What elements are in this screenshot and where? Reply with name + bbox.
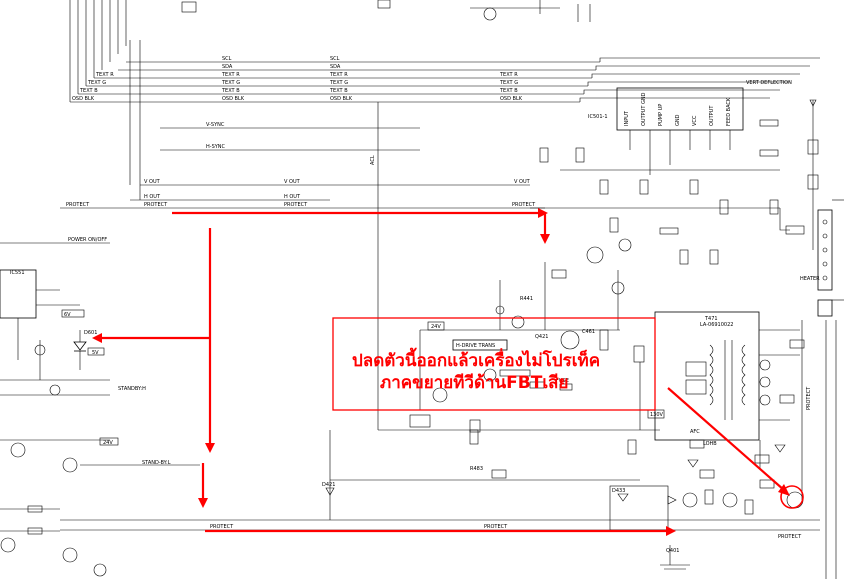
t471-label: T471 <box>704 316 718 322</box>
bus-label-text-g-4: TEXT G <box>499 80 518 86</box>
bus-label-protect-3: PROTECT <box>284 202 308 208</box>
q401-label: Q401 <box>666 548 679 554</box>
bus-label-text-r-3: TEXT R <box>329 72 348 78</box>
ic501-pin-label: INPUT <box>624 110 630 126</box>
annotation-line-1: ปลดตัวนี้ออกแล้วเครื่องไม่โปรเท็ค <box>352 347 600 371</box>
r483-label: R483 <box>470 466 483 472</box>
lohb-label: LOHB <box>703 441 717 447</box>
vert-deflection-label: VERT DEFLECTION <box>746 80 792 86</box>
bus-label-v-sync: V-SYNC <box>206 122 225 128</box>
heater-label: HEATER <box>800 276 820 282</box>
red-arrowhead-top <box>538 208 548 218</box>
bus-label-scl: SCL <box>222 56 232 62</box>
bus-label-v-out-3: V OUT <box>514 179 531 185</box>
v24-label-mid: 24V <box>431 324 441 330</box>
c461-label: C461 <box>582 329 595 335</box>
bus-label-osd-blk-2: OSD BLK <box>222 96 245 102</box>
power-onoff-label: POWER ON/OFF <box>68 237 107 243</box>
bus-label-text-b: TEXT B <box>79 88 98 94</box>
red-annotations: ปลดตัวนี้ออกแล้วเครื่องไม่โปรเท็ค ภาคขยา… <box>92 208 804 536</box>
bus-label-v-out: V OUT <box>144 179 161 185</box>
stand-by-l-label: STAND-BY:L <box>142 460 171 466</box>
bus-label-h-sync: H-SYNC <box>206 144 226 150</box>
ic501-pin-label: OUTPUT GND <box>641 92 647 126</box>
mid-components <box>530 147 805 330</box>
v130-label: 130V <box>650 412 664 418</box>
bus-label-sda-2: SDA <box>330 64 341 70</box>
d601-diode: D601 5V <box>73 330 105 370</box>
bus-label-text-r-2: TEXT R <box>221 72 240 78</box>
acl-label: ACL <box>370 155 376 165</box>
lower-left-transistors: 24V STAND-BY:L <box>0 437 820 577</box>
bus-label-text-b-4: TEXT B <box>499 88 518 94</box>
bus-label-text-g-2: TEXT G <box>221 80 240 86</box>
standby-h-label: STANDBY:H <box>118 386 146 392</box>
bus-label-protect: PROTECT <box>66 202 90 208</box>
ic551-block: IC551 6V STANDBY:H <box>0 269 146 396</box>
v6-label: 6V <box>64 312 71 318</box>
ic501-block: IC501-1 VERT DEFLECTION INPUT OUTPUT GND P… <box>588 80 792 175</box>
h-drive-trans-label: H-DRIVE TRANS <box>456 343 495 349</box>
v24-label-left: 24V <box>103 440 113 446</box>
protect-label-left-bottom: PROTECT <box>210 524 234 530</box>
bus-label-text-r-4: TEXT R <box>499 72 518 78</box>
ic501-pin-label: PUMP UP <box>658 104 664 126</box>
afc-label: AFC <box>690 429 700 435</box>
fbt-t471: T471 LA-06910022 LOHB AFC 130V PROTECT <box>633 311 812 500</box>
fuse-label: FUSE <box>556 378 569 384</box>
bus-label-text-b-3: TEXT B <box>329 88 348 94</box>
annotation-line-2: ภาคขยายทีวีด้านFBTเสีย <box>380 372 569 393</box>
ic501-pin-label: FEED BACK <box>726 97 732 126</box>
ic551-label: IC551 <box>10 270 25 276</box>
ic501-pin-label: VCC <box>692 115 698 126</box>
bus-label-h-out: H OUT <box>144 194 161 200</box>
right-top-parts <box>759 99 819 250</box>
bus-label-osd-blk-4: OSD BLK <box>500 96 523 102</box>
protect-label-mid-bottom: PROTECT <box>484 524 508 530</box>
highlight-circle <box>780 485 804 509</box>
t471-value: LA-06910022 <box>700 322 733 328</box>
bus-label-h-out-2: H OUT <box>284 194 301 200</box>
bus-label-osd-blk: OSD BLK <box>72 96 95 102</box>
protect-label-vert: PROTECT <box>806 386 812 410</box>
protect-label-bottom: PROTECT <box>778 534 802 540</box>
heater-connector: HEATER <box>800 199 844 579</box>
lower-mid-components: D421 D433 PROTECT Q401 PROTECT PROTECT R… <box>210 429 820 570</box>
bus-label-text-g: TEXT G <box>87 80 106 86</box>
bus-label-v-out-2: V OUT <box>284 179 301 185</box>
v5-label: 5V <box>92 350 99 356</box>
d601-label: D601 <box>84 330 97 336</box>
bus-label-protect-4: PROTECT <box>512 202 536 208</box>
ic501-pin-label: OUTPUT <box>709 105 715 126</box>
q421-label: Q421 <box>535 334 548 340</box>
bus-label-sda: SDA <box>222 64 233 70</box>
bus-label-protect-2: PROTECT <box>144 202 168 208</box>
signal-bus: SCL SCL SDA SDA TEXT R TEXT R TEXT R TEX… <box>60 0 820 209</box>
ic501-label: IC501-1 <box>588 114 608 120</box>
annotation-box <box>332 317 656 411</box>
top-component-row <box>181 0 591 22</box>
bus-label-osd-blk-3: OSD BLK <box>330 96 353 102</box>
bus-label-text-b-2: TEXT B <box>221 88 240 94</box>
d421-label: D421 <box>322 482 335 488</box>
bus-label-text-g-3: TEXT G <box>329 80 348 86</box>
bus-label-text-r: TEXT R <box>95 72 114 78</box>
bus-label-scl-2: SCL <box>330 56 340 62</box>
d433-label: D433 <box>612 488 625 494</box>
r441-label: R441 <box>520 296 533 302</box>
ic501-pin-label: GND <box>675 114 681 126</box>
